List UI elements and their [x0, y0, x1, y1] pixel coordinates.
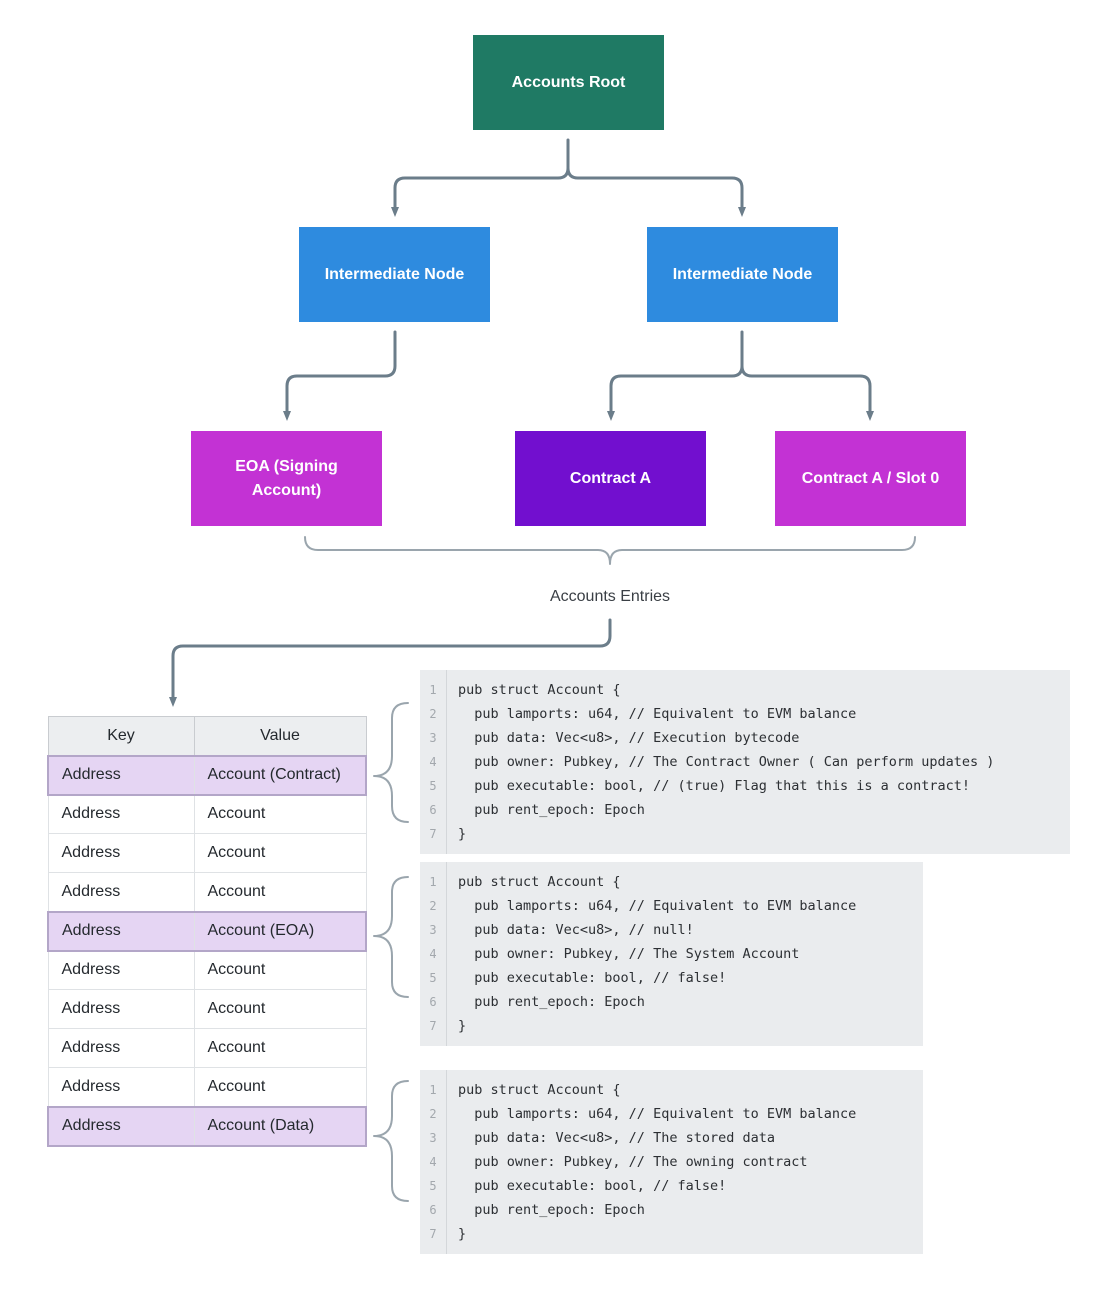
table-cell-key: Address — [47, 833, 195, 873]
code-block-eoa: 1 pub struct Account { 2 pub lamports: u64… — [420, 862, 923, 1046]
code-text: pub struct Account { — [458, 682, 621, 698]
code-block-contract: 1 pub struct Account { 2 pub lamports: u64… — [420, 670, 1070, 854]
line-number: 2 — [429, 1107, 437, 1121]
accounts-entries-label: Accounts Entries — [549, 588, 671, 605]
table-cell-value: Account — [193, 833, 367, 873]
line-number: 1 — [429, 1083, 437, 1097]
table-cell-key: Address — [47, 1067, 195, 1107]
table-cell-key: Address — [47, 794, 195, 834]
table-cell-value: Account — [193, 1067, 367, 1107]
line-number: 2 — [429, 899, 437, 913]
contract-a-slot-node: Contract A / Slot 0 — [775, 431, 966, 526]
code-text: pub data: Vec<u8>, // null! — [458, 922, 694, 938]
code-text: pub executable: bool, // false! — [458, 1178, 727, 1194]
line-number: 2 — [429, 707, 437, 721]
table-cell-value: Account — [193, 989, 367, 1029]
table-cell-value: Account — [193, 794, 367, 834]
code-text: pub lamports: u64, // Equivalent to EVM … — [458, 1106, 857, 1122]
table-cell-value: Account (Data) — [193, 1105, 367, 1147]
table-cell-key: Address — [47, 872, 195, 912]
line-number: 5 — [429, 1179, 437, 1193]
table-cell-key: Address — [47, 910, 195, 952]
table-cell-value: Account — [193, 950, 367, 990]
code-text: } — [458, 826, 467, 842]
contract-a-node: Contract A — [515, 431, 706, 526]
line-number: 7 — [429, 1019, 437, 1033]
line-number: 1 — [429, 683, 437, 697]
entries-brace — [304, 536, 916, 565]
line-number: 7 — [429, 827, 437, 841]
table-cell-value: Account — [193, 872, 367, 912]
line-number: 3 — [429, 731, 437, 745]
line-number: 3 — [429, 923, 437, 937]
table-cell-value: Account (EOA) — [193, 910, 367, 952]
line-number: 5 — [429, 971, 437, 985]
eoa-node: EOA (Signing Account) — [191, 431, 382, 526]
line-number: 7 — [429, 1227, 437, 1241]
code-text: } — [458, 1226, 467, 1242]
accounts-root-node: Accounts Root — [473, 35, 664, 130]
table-cell-value: Account — [193, 1028, 367, 1068]
code-brace-1 — [373, 702, 409, 823]
code-text: pub rent_epoch: Epoch — [458, 1202, 645, 1218]
code-text: pub owner: Pubkey, // The System Account — [458, 946, 800, 962]
table-cell-key: Address — [47, 1028, 195, 1068]
table-cell-value: Account (Contract) — [193, 754, 367, 796]
table-header-key: Key — [47, 716, 195, 756]
line-number: 6 — [429, 995, 437, 1009]
table-cell-key: Address — [47, 754, 195, 796]
line-number: 1 — [429, 875, 437, 889]
edge-root-int2 — [566, 166, 746, 217]
code-text: pub owner: Pubkey, // The Contract Owner… — [458, 754, 995, 770]
code-text: pub data: Vec<u8>, // The stored data — [458, 1130, 775, 1146]
line-number: 6 — [429, 1203, 437, 1217]
code-text: pub struct Account { — [458, 874, 621, 890]
line-number: 4 — [429, 755, 437, 769]
code-text: pub executable: bool, // (true) Flag tha… — [458, 778, 971, 794]
edge-int1-eoa — [283, 330, 397, 421]
table-header-value: Value — [193, 716, 367, 756]
table-cell-key: Address — [47, 950, 195, 990]
edge-int2-ca — [607, 330, 744, 421]
code-text: pub lamports: u64, // Equivalent to EVM … — [458, 898, 857, 914]
code-brace-3 — [373, 1080, 409, 1202]
edge-entries-table — [169, 618, 612, 707]
line-number: 4 — [429, 947, 437, 961]
code-block-data: 1 pub struct Account { 2 pub lamports: u64… — [420, 1070, 923, 1254]
line-number: 6 — [429, 803, 437, 817]
line-number: 3 — [429, 1131, 437, 1145]
code-text: pub executable: bool, // false! — [458, 970, 727, 986]
code-brace-2 — [373, 876, 409, 998]
code-text: } — [458, 1018, 467, 1034]
table-cell-key: Address — [47, 989, 195, 1029]
code-text: pub lamports: u64, // Equivalent to EVM … — [458, 706, 857, 722]
code-text: pub rent_epoch: Epoch — [458, 994, 645, 1010]
intermediate-node-right: Intermediate Node — [647, 227, 838, 322]
code-text: pub struct Account { — [458, 1082, 621, 1098]
edge-root-int1 — [391, 138, 570, 217]
table-cell-key: Address — [47, 1105, 195, 1147]
line-number: 4 — [429, 1155, 437, 1169]
code-text: pub data: Vec<u8>, // Execution bytecode — [458, 730, 800, 746]
code-text: pub owner: Pubkey, // The owning contrac… — [458, 1154, 808, 1170]
edge-int2-cas0 — [740, 364, 874, 421]
intermediate-node-left: Intermediate Node — [299, 227, 490, 322]
code-text: pub rent_epoch: Epoch — [458, 802, 645, 818]
line-number: 5 — [429, 779, 437, 793]
